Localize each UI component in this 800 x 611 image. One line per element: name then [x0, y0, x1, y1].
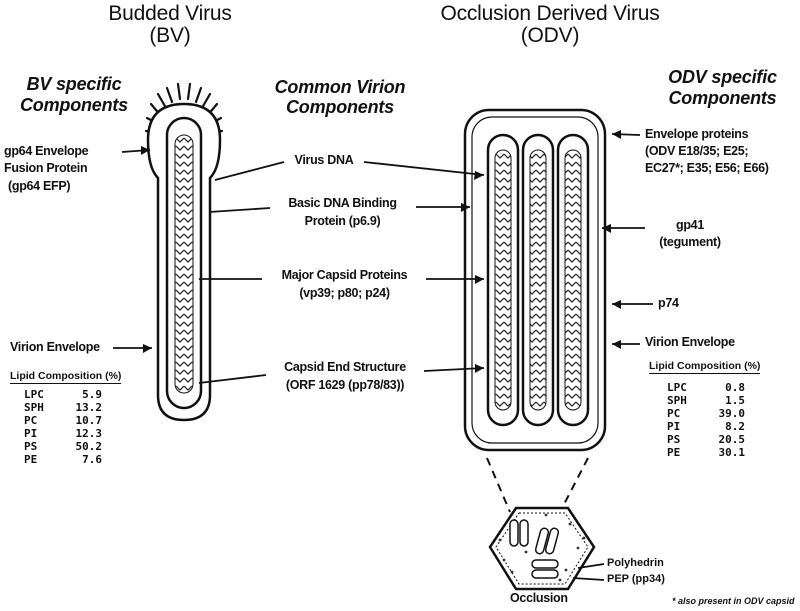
gp41-label-2: (tegument) — [650, 236, 730, 249]
envelope-proteins-label-2: (ODV E18/35; E25; — [645, 145, 748, 158]
lipid-value: 10.7 — [68, 414, 102, 427]
odv-specific-heading: ODV specific — [650, 68, 795, 87]
lipid-name: LPC — [667, 381, 711, 394]
lipid-value: 5.9 — [68, 388, 102, 401]
occlusion-connectors — [487, 458, 588, 512]
common-heading: Common Virion — [260, 78, 420, 97]
gp64-label-3: (gp64 EFP) — [8, 180, 70, 193]
envelope-proteins-label: Envelope proteins — [645, 128, 748, 141]
dna-binding-label-2: Protein (p6.9) — [270, 215, 415, 228]
lipid-name: PC — [24, 414, 68, 427]
bv-lipid-heading: Lipid Composition (%) — [10, 370, 121, 384]
gp64-label-2: Fusion Protein — [4, 162, 87, 175]
virus-dna-label: Virus DNA — [284, 154, 364, 167]
gp41-label: gp41 — [650, 219, 730, 232]
bv-title: Budded Virus — [90, 3, 250, 25]
odv-capsids — [488, 135, 588, 425]
odv-virion-envelope-label: Virion Envelope — [645, 336, 735, 349]
footnote: * also present in ODV capsid — [672, 596, 795, 606]
bv-title-abbr: (BV) — [90, 25, 250, 47]
lipid-name: SPH — [667, 394, 711, 407]
bv-specific-heading-2: Components — [4, 96, 144, 115]
lipid-name: PC — [667, 407, 711, 420]
capsid-end-label-2: (ORF 1629 (pp78/83)) — [266, 379, 424, 392]
bv-specific-heading: BV specific — [4, 75, 144, 94]
lipid-value: 8.2 — [711, 420, 745, 433]
odv-title-abbr: (ODV) — [395, 25, 705, 47]
lipid-name: PS — [667, 433, 711, 446]
dna-binding-label: Basic DNA Binding — [270, 197, 415, 210]
lipid-value: 1.5 — [711, 394, 745, 407]
lipid-name: LPC — [24, 388, 68, 401]
lipid-value: 7.6 — [68, 453, 102, 466]
polyhedrin-label: Polyhedrin — [607, 558, 664, 570]
bv-dna — [175, 135, 193, 393]
occlusion-label: Occlusion — [510, 592, 568, 605]
odv-virion — [465, 110, 605, 450]
lipid-value: 0.8 — [711, 381, 745, 394]
bv-virion-envelope-label: Virion Envelope — [10, 341, 100, 354]
bv-virion — [146, 84, 222, 420]
lipid-name: PI — [24, 427, 68, 440]
common-heading-2: Components — [260, 98, 420, 117]
lipid-name: PE — [667, 446, 711, 459]
capsid-end-label: Capsid End Structure — [266, 361, 424, 374]
lipid-value: 12.3 — [68, 427, 102, 440]
lipid-name: PI — [667, 420, 711, 433]
odv-title: Occlusion Derived Virus — [395, 3, 705, 25]
lipid-value: 30.1 — [711, 446, 745, 459]
lipid-value: 50.2 — [68, 440, 102, 453]
odv-specific-heading-2: Components — [650, 89, 795, 108]
gp64-label: gp64 Envelope — [4, 145, 88, 158]
envelope-proteins-label-3: EC27*; E35; E56; E66) — [645, 162, 769, 175]
lipid-name: SPH — [24, 401, 68, 414]
lipid-value: 20.5 — [711, 433, 745, 446]
lipid-name: PS — [24, 440, 68, 453]
odv-lipid-heading: Lipid Composition (%) — [649, 360, 760, 374]
lipid-value: 39.0 — [711, 407, 745, 420]
lipid-value: 13.2 — [68, 401, 102, 414]
capsid-proteins-label: Major Capsid Proteins — [262, 269, 427, 282]
pep-label: PEP (pp34) — [607, 574, 665, 586]
occlusion-body — [490, 508, 594, 589]
lipid-name: PE — [24, 453, 68, 466]
capsid-proteins-label-2: (vp39; p80; p24) — [262, 287, 427, 300]
p74-label: p74 — [658, 297, 679, 310]
